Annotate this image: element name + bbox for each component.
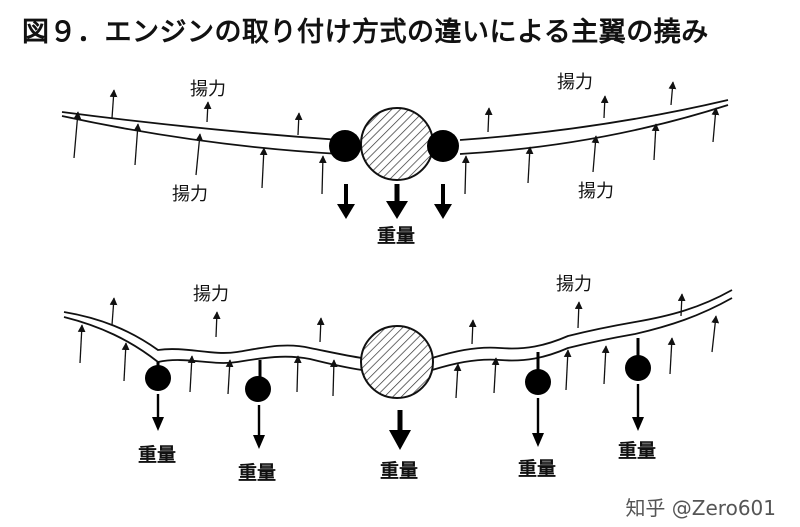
bottom-diagram: 揚力 揚力 重量 重量 重量 重量 重量 [63,274,733,484]
figure-title: 図９．エンジンの取り付け方式の違いによる主翼の撓み [22,17,709,48]
top-lift-label-right-upper: 揚力 [557,72,593,93]
bottom-engine-1 [145,365,171,391]
top-fuselage [360,107,434,181]
bottom-engine-3 [525,369,551,395]
bottom-engine-pylons [156,338,640,378]
top-weight-label: 重量 [377,225,415,247]
bottom-weight-label-4: 重量 [518,458,556,480]
bottom-weight-label-5: 重量 [618,440,656,462]
bottom-weight-label-3: 重量 [380,460,418,482]
top-lift-label-left-upper: 揚力 [190,79,226,100]
bottom-weight-label-2: 重量 [238,462,276,484]
top-engine-right [427,130,459,162]
top-lift-label-left-lower: 揚力 [172,184,208,205]
top-diagram: 揚力 揚力 揚力 揚力 重量 [61,72,729,247]
bottom-lift-arrows [77,293,720,399]
bottom-weight-arrows [152,384,644,450]
bottom-weight-label-1: 重量 [138,444,176,466]
top-lift-arrows [73,81,720,195]
bottom-engine-2 [245,376,271,402]
top-engine-left [329,130,361,162]
top-weight-arrows [337,184,452,219]
bottom-engine-4 [625,355,651,381]
watermark: 知乎 @Zero601 [625,496,776,520]
bottom-fuselage [360,325,434,399]
top-lift-label-right-lower: 揚力 [578,181,614,202]
bottom-lift-label-left: 揚力 [193,284,229,305]
bottom-lift-label-right: 揚力 [556,274,592,295]
